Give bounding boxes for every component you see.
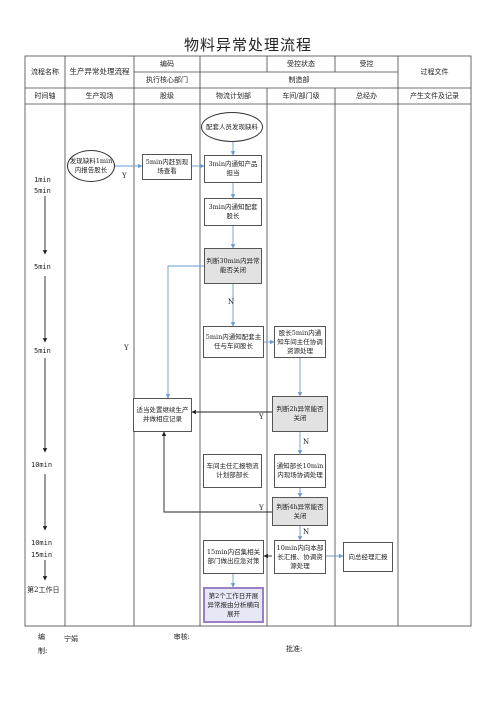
lane-logistics-planning: 物流计划部: [216, 91, 251, 100]
page-title: 物料异常处理流程: [183, 36, 312, 54]
reviewed-label: 审核:: [173, 633, 190, 641]
controlled-status-label: 受控状态: [287, 59, 315, 68]
next-day-box: 第2个工作日开展异常报由分析横向展开: [203, 587, 264, 623]
time-label: 10min: [31, 539, 53, 547]
lane-workshop-dept: 车间/部门级: [282, 91, 320, 100]
exec-dept-value: 制造部: [288, 75, 310, 84]
handle-line-box: 适当处置继续生产并做相应记录: [133, 398, 192, 432]
arrive-box: 5min内赶到现场查看: [142, 154, 192, 180]
time-label: 5min: [34, 347, 51, 355]
flow-connectors: [114, 142, 344, 588]
meeting-box: 15min内召集相关部门做出应急对策: [203, 540, 264, 574]
lane-production-site: 生产现场: [85, 91, 114, 100]
exec-dept-label: 执行核心部门: [146, 75, 188, 84]
lane-time-axis: 时间轴: [34, 91, 56, 100]
time-label: 5min: [34, 187, 51, 195]
edge-label-n: N: [303, 528, 310, 536]
time-label: 5min: [34, 263, 51, 271]
controlled-value: 受控: [359, 59, 374, 68]
code-label: 编码: [160, 59, 174, 68]
process-name-value: 生产异常处理流程: [69, 67, 130, 76]
edge-label-y: Y: [124, 344, 129, 352]
approved-label: 批准:: [286, 645, 303, 653]
notify-product-box: 3min内通知产品担当: [204, 155, 262, 183]
edge-label-y: Y: [122, 172, 127, 180]
edge-label-y: Y: [259, 504, 264, 512]
notify-minister-box: 通知部长10min内现场协调处理: [274, 454, 326, 488]
notify-sup-dir-box: 5min内通知配套主任与车间股长: [203, 326, 264, 358]
lane-shares: 股级: [160, 91, 174, 100]
edge-label-n: N: [303, 438, 310, 446]
table-grid: [24, 55, 472, 627]
start-node: 配套人员发现缺料: [201, 112, 263, 142]
process-docs-label: 过程文件: [420, 67, 449, 76]
judge-2h-box: 判断2h异常能否关闭: [272, 396, 328, 432]
report-node: 发现缺料1min内报告股长: [67, 150, 115, 182]
time-label: 第2工作日: [27, 586, 60, 594]
judge-4h-box: 判断4h异常能否关闭: [272, 497, 328, 526]
lane-docs-records: 产生文件及记录: [410, 91, 459, 100]
time-label: 1min: [34, 176, 51, 184]
report-sup-chief-box: 股长5min内通知车间主任协调资源处理: [274, 326, 326, 358]
workshop-report-box: 车间主任汇报物流计划部部长: [203, 454, 262, 488]
edge-label-n: N: [228, 298, 235, 306]
process-name-label: 流程名称: [31, 67, 59, 76]
time-label: 15min: [31, 551, 53, 559]
edge-label-y: Y: [259, 413, 264, 421]
compiled-label: 编制:: [38, 633, 48, 655]
notify-supply-box: 3min内通知配套股长: [204, 198, 262, 226]
compiled-value: 宁娟: [64, 635, 78, 643]
gm-report-box: 向总经理汇报: [343, 542, 393, 572]
judge-30min-box: 判断30min内异常能否关闭: [204, 248, 262, 284]
report-gm-box: 10min内向本部长汇报、协调资源处理: [274, 540, 326, 574]
time-label: 10min: [31, 461, 53, 469]
lane-general-manager: 总经办: [356, 91, 377, 100]
